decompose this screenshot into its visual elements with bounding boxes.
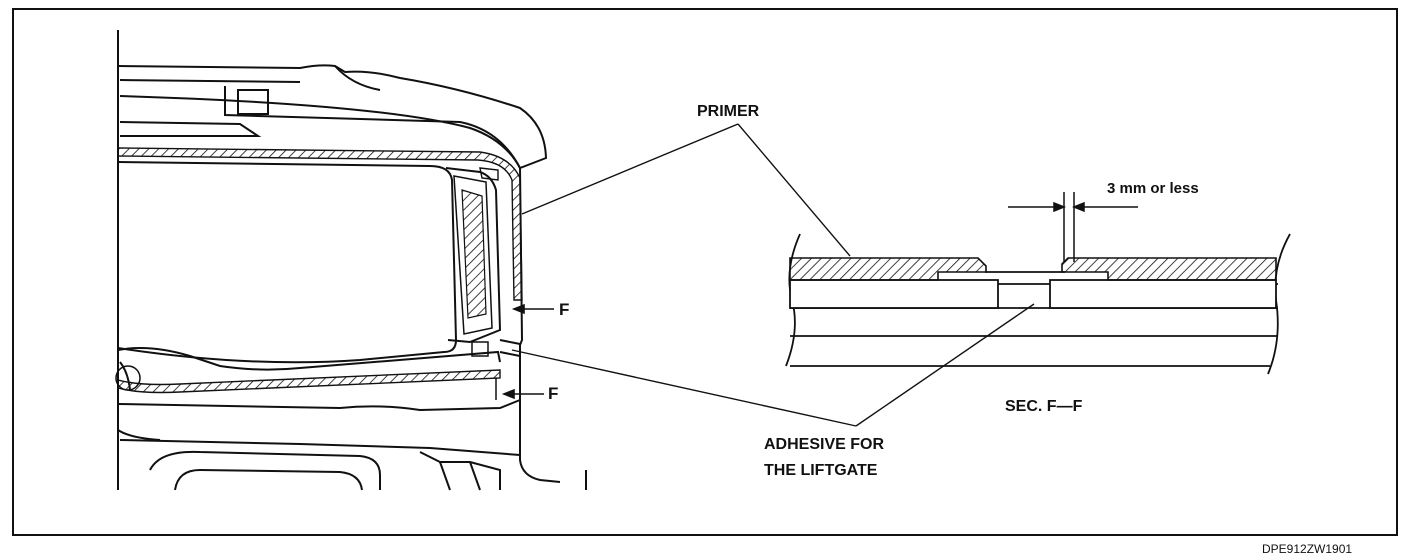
figure-code: DPE912ZW1901 xyxy=(1262,542,1353,556)
section-title: SEC. F—F xyxy=(1005,398,1083,415)
primer-label: PRIMER xyxy=(697,103,760,120)
adhesive-label-line2: THE LIFTGATE xyxy=(764,462,878,479)
section-drawing xyxy=(785,233,1291,375)
adhesive-label-line1: ADHESIVE FOR xyxy=(764,436,885,453)
figure-frame xyxy=(12,8,1398,536)
gap-dimension xyxy=(1008,192,1138,262)
primer-adhesive-strips xyxy=(789,257,1277,281)
gap-label: 3 mm or less xyxy=(1107,180,1199,197)
section-indicator xyxy=(501,303,554,400)
section-mark-upper: F xyxy=(559,300,570,319)
section-mark-lower: F xyxy=(548,384,559,403)
leader-lines xyxy=(511,123,1035,427)
liftgate-rear-view xyxy=(115,30,587,491)
